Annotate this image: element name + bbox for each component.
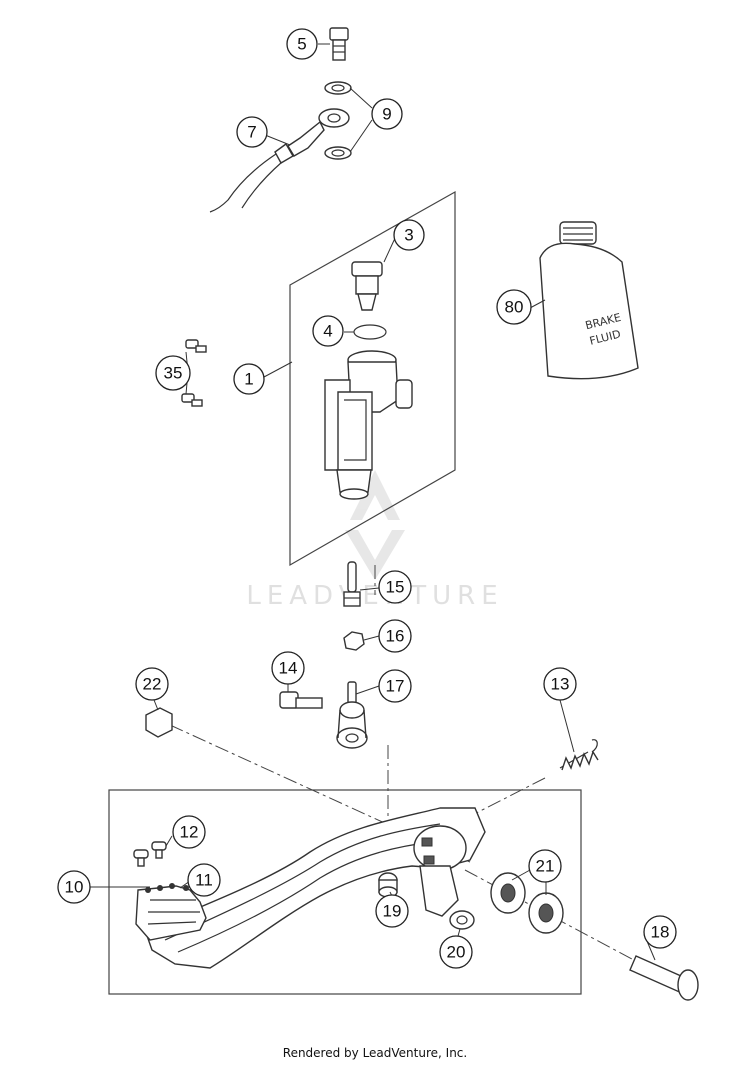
footer-credit: Rendered by LeadVenture, Inc.: [282, 1046, 468, 1060]
svg-text:7: 7: [247, 123, 256, 142]
svg-text:3: 3: [404, 226, 413, 245]
svg-text:1: 1: [244, 370, 253, 389]
callout-1: 1: [233, 363, 265, 395]
callout-16: 16: [378, 619, 412, 653]
svg-text:17: 17: [386, 677, 405, 696]
callout-14: 14: [271, 651, 305, 685]
callout-18: 18: [643, 915, 677, 949]
sealing-washers: [324, 81, 352, 160]
svg-text:13: 13: [551, 675, 570, 694]
svg-text:5: 5: [297, 35, 306, 54]
pivot-pin: [629, 955, 699, 1001]
brake-pedal-frame: [108, 789, 582, 995]
step-plate-screws: [133, 841, 167, 867]
o-ring: [353, 324, 387, 340]
brake-pedal: [144, 807, 486, 969]
reservoir-connector: [351, 261, 383, 311]
svg-text:4: 4: [323, 322, 332, 341]
svg-text:20: 20: [447, 943, 466, 962]
collar-nut: [145, 707, 173, 738]
callout-80: 80: [496, 289, 532, 325]
callout-3: 3: [393, 219, 425, 251]
callout-10: 10: [57, 870, 91, 904]
callout-13: 13: [543, 667, 577, 701]
callout-7: 7: [236, 116, 268, 148]
svg-text:14: 14: [279, 659, 298, 678]
callout-12: 12: [172, 815, 206, 849]
callout-15: 15: [378, 570, 412, 604]
svg-text:12: 12: [180, 823, 199, 842]
svg-text:21: 21: [536, 857, 555, 876]
svg-text:10: 10: [65, 878, 84, 897]
callout-9: 9: [371, 98, 403, 130]
brake-fluid-can: BRAKE FLUID: [539, 221, 639, 380]
leadventure-watermark: LEADVENTURE: [246, 470, 503, 611]
svg-text:15: 15: [386, 578, 405, 597]
lock-nut: [343, 631, 365, 651]
svg-text:11: 11: [195, 871, 213, 890]
svg-text:35: 35: [164, 364, 183, 383]
svg-text:18: 18: [651, 923, 670, 942]
watermark-text: LEADVENTURE: [246, 581, 503, 611]
callout-22: 22: [135, 667, 169, 701]
shim-washer: [449, 910, 475, 930]
brake-hose: [209, 108, 350, 213]
callout-11: 11: [187, 863, 221, 897]
callout-5: 5: [286, 28, 318, 60]
banjo-bolt: [329, 27, 349, 61]
bearings: [490, 872, 564, 934]
svg-text:22: 22: [143, 675, 162, 694]
callout-21: 21: [528, 849, 562, 883]
svg-text:19: 19: [383, 902, 402, 921]
step-plate: [135, 883, 207, 941]
piston-rod-fork: [336, 681, 368, 749]
leader-lines: [90, 43, 656, 961]
callout-19: 19: [375, 894, 409, 928]
svg-text:9: 9: [382, 105, 391, 124]
pivot-bolt: [279, 691, 323, 709]
callout-35: 35: [155, 355, 191, 391]
callout-20: 20: [439, 935, 473, 969]
mounting-screws: [181, 339, 207, 407]
bushing: [378, 872, 398, 898]
master-cylinder: [324, 350, 413, 500]
svg-text:80: 80: [505, 298, 524, 317]
return-spring: [559, 739, 599, 771]
svg-text:16: 16: [386, 627, 405, 646]
push-rod: [343, 561, 361, 607]
callout-4: 4: [312, 315, 344, 347]
callout-17: 17: [378, 669, 412, 703]
